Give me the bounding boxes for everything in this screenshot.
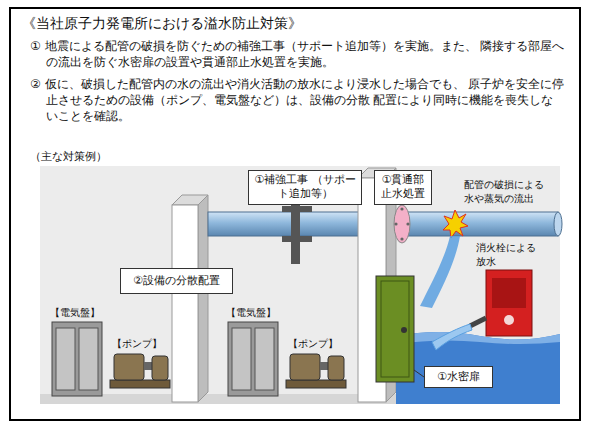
outer-frame xyxy=(10,8,580,420)
hydrant-spray xyxy=(432,324,472,350)
pipe-support xyxy=(300,206,312,212)
pipe xyxy=(554,212,562,236)
measure-item: ② 仮に、破損した配管内の水の流出や消火活動の放水により浸水した場合でも、 原子… xyxy=(30,76,565,125)
outer-frame xyxy=(10,8,580,420)
switchboard xyxy=(228,322,278,396)
callout-text: ②設備の分散配置 xyxy=(133,274,220,288)
pump xyxy=(286,354,346,388)
annotation: 配管の破損による水や蒸気の流出 xyxy=(464,178,548,205)
watertight-door xyxy=(401,327,407,333)
penetration-seal xyxy=(400,237,403,240)
pipe-rupture xyxy=(443,210,468,238)
pump xyxy=(144,362,152,370)
penetration-seal xyxy=(394,205,410,243)
pipe-support xyxy=(282,204,312,264)
room-ground xyxy=(40,166,560,404)
switchboard xyxy=(52,322,102,396)
switchboard xyxy=(79,328,98,390)
wall xyxy=(172,195,208,402)
wall xyxy=(198,195,208,402)
callout-box: ①補強工事 （サポート追加等） xyxy=(248,170,362,205)
fire-hydrant xyxy=(504,315,514,325)
equipment-label: 【電気盤】 xyxy=(50,306,100,320)
water-leak xyxy=(420,236,460,308)
fire-hydrant xyxy=(492,278,526,308)
pipe-support xyxy=(282,236,294,242)
section-heading: （主な対策例） xyxy=(30,150,107,165)
switchboard xyxy=(52,322,102,396)
measure-item: ① 地震による配管の破損を防ぐための補強工事（サポート追加等）を実施。また、 隣… xyxy=(30,38,565,70)
callout-box: ①水密扉 xyxy=(424,366,493,388)
callout-text: ①水密扉 xyxy=(437,370,480,384)
pump xyxy=(110,380,170,388)
flood-water xyxy=(396,332,560,404)
equipment-label: 【ポンプ】 xyxy=(112,337,162,351)
pump xyxy=(320,362,328,370)
fire-hydrant xyxy=(486,270,532,336)
pump xyxy=(152,356,168,380)
callout-box: ①貫通部 止水処置 xyxy=(374,170,432,205)
penetration-seal xyxy=(394,205,410,243)
hydrant-spray xyxy=(432,324,472,350)
penetration-seal xyxy=(406,222,409,225)
title: 《当社原子力発電所における溢水防止対策》 xyxy=(22,14,302,33)
leader-line xyxy=(296,200,424,377)
watertight-door xyxy=(376,276,414,382)
fire-hydrant xyxy=(470,318,486,326)
wall xyxy=(172,205,198,402)
leader-line xyxy=(414,370,424,377)
pump xyxy=(328,356,344,380)
water-leak xyxy=(420,236,460,308)
flood-water xyxy=(396,332,560,404)
pump xyxy=(286,380,346,388)
annotation: 消火栓による放水 xyxy=(476,241,540,268)
pipe-support xyxy=(282,206,294,212)
watertight-door xyxy=(376,276,414,382)
pump xyxy=(110,354,170,388)
pump xyxy=(290,354,320,380)
callout-text: ①補強工事 （サポート追加等） xyxy=(253,173,357,202)
room-ground xyxy=(40,166,560,404)
watertight-door xyxy=(381,281,409,377)
callout-box: ②設備の分散配置 xyxy=(120,268,233,294)
pipe-support xyxy=(300,236,312,242)
switchboard xyxy=(255,328,274,390)
switchboard xyxy=(232,328,251,390)
penetration-seal xyxy=(394,222,397,225)
pump xyxy=(114,354,144,380)
switchboard xyxy=(56,328,75,390)
penetration-seal xyxy=(400,207,403,210)
pipe-rupture xyxy=(443,210,468,238)
pipe-support xyxy=(291,204,300,264)
switchboard xyxy=(228,322,278,396)
flood-water xyxy=(396,332,560,344)
fire-hydrant xyxy=(470,270,532,336)
callout-text: ①貫通部 止水処置 xyxy=(379,173,427,202)
equipment-label: 【ポンプ】 xyxy=(288,337,338,351)
equipment-label: 【電気盤】 xyxy=(226,306,276,320)
